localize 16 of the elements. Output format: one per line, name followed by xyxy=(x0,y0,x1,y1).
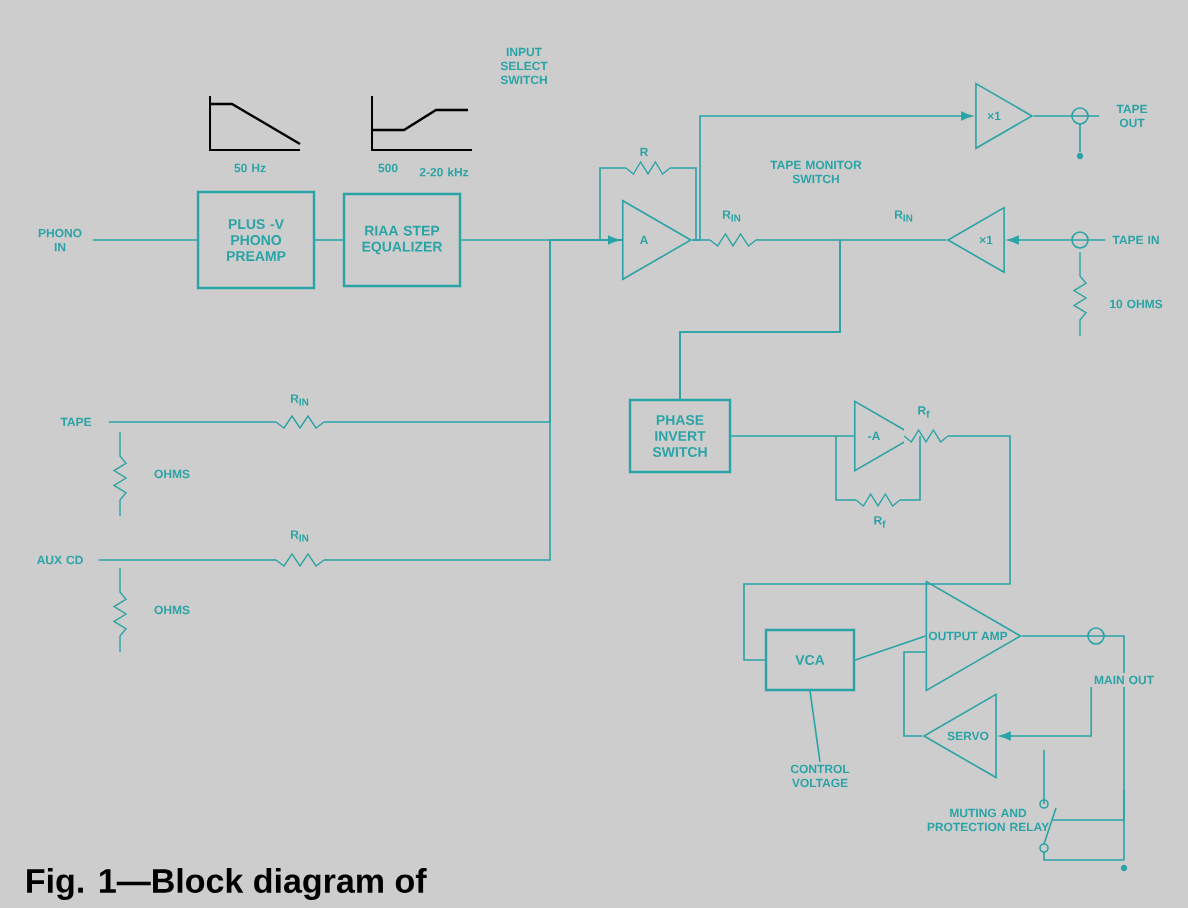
connector xyxy=(1052,686,1125,821)
connector xyxy=(460,235,620,245)
connector xyxy=(1021,635,1125,674)
caption: Fig. 1—Block diagram of xyxy=(27,868,427,900)
connector xyxy=(1007,235,1106,245)
connector xyxy=(854,635,927,661)
connector xyxy=(1032,115,1100,117)
connector xyxy=(92,239,198,241)
connector xyxy=(98,239,623,561)
connector xyxy=(679,239,948,400)
connector xyxy=(730,435,855,437)
connector xyxy=(809,690,821,763)
connector xyxy=(999,686,1092,741)
connector xyxy=(743,435,1011,661)
connector xyxy=(903,651,927,737)
connector xyxy=(314,239,344,241)
